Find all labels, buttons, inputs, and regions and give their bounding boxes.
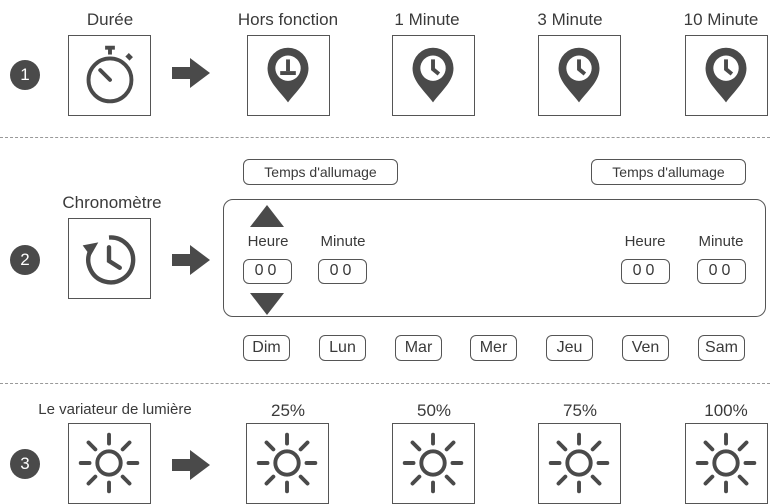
option-label-10min: 10 Minute	[683, 10, 759, 29]
hour-field-left[interactable]: 00	[243, 259, 292, 284]
down-arrow-icon[interactable]	[250, 293, 284, 315]
minute-label-right: Minute	[698, 233, 744, 250]
hour-label-right: Heure	[624, 233, 666, 250]
dimmer-label: Le variateur de lumière	[38, 401, 192, 418]
level-100-tile[interactable]	[685, 423, 768, 504]
day-button-thu[interactable]: Jeu	[546, 335, 593, 361]
option-10min-tile[interactable]	[685, 35, 768, 116]
chronometer-label: Chronomètre	[62, 193, 162, 212]
dimmer-tile[interactable]	[68, 423, 151, 504]
pin-off-icon	[267, 47, 309, 103]
option-3min-tile[interactable]	[538, 35, 621, 116]
step-number-2: 2	[10, 245, 40, 275]
minute-label-left: Minute	[320, 233, 366, 250]
day-button-mon[interactable]: Lun	[319, 335, 366, 361]
arrow-right-icon	[172, 450, 210, 480]
hour-field-right[interactable]: 00	[621, 259, 670, 284]
on-time-label-right: Temps d'allumage	[591, 159, 746, 185]
option-label-3min: 3 Minute	[537, 10, 603, 29]
sun-icon	[78, 432, 140, 494]
day-button-tue[interactable]: Mar	[395, 335, 442, 361]
level-75-tile[interactable]	[538, 423, 621, 504]
day-button-fri[interactable]: Ven	[622, 335, 669, 361]
step-number-3: 3	[10, 449, 40, 479]
level-label-25: 25%	[270, 401, 306, 420]
sun-icon	[402, 432, 464, 494]
minute-field-right[interactable]: 00	[697, 259, 746, 284]
day-button-sun[interactable]: Dim	[243, 335, 290, 361]
arrow-right-icon	[172, 245, 210, 275]
level-50-tile[interactable]	[392, 423, 475, 504]
level-label-100: 100%	[704, 401, 748, 420]
stopwatch-icon	[86, 45, 134, 104]
option-1min-tile[interactable]	[392, 35, 475, 116]
day-button-sat[interactable]: Sam	[698, 335, 745, 361]
sun-icon	[548, 432, 610, 494]
step-number-1: 1	[10, 60, 40, 90]
minute-field-left[interactable]: 00	[318, 259, 367, 284]
pin-clock-icon	[705, 47, 747, 103]
level-label-75: 75%	[562, 401, 598, 420]
day-button-wed[interactable]: Mer	[470, 335, 517, 361]
duration-tile[interactable]	[68, 35, 151, 116]
schedule-panel	[223, 199, 766, 317]
chronometer-tile[interactable]	[68, 218, 151, 299]
level-label-50: 50%	[416, 401, 452, 420]
option-label-1min: 1 Minute	[394, 10, 460, 29]
sun-icon	[256, 432, 318, 494]
pin-clock-icon	[412, 47, 454, 103]
timer-clock-icon	[82, 235, 136, 285]
separator	[0, 383, 770, 384]
pin-clock-icon	[558, 47, 600, 103]
option-label-off: Hors fonction	[237, 10, 339, 29]
duration-label: Durée	[86, 10, 134, 29]
on-time-label-left: Temps d'allumage	[243, 159, 398, 185]
sun-icon	[695, 432, 757, 494]
separator	[0, 137, 770, 138]
arrow-right-icon	[172, 58, 210, 88]
hour-label-left: Heure	[247, 233, 289, 250]
up-arrow-icon[interactable]	[250, 205, 284, 227]
option-off-tile[interactable]	[247, 35, 330, 116]
level-25-tile[interactable]	[246, 423, 329, 504]
